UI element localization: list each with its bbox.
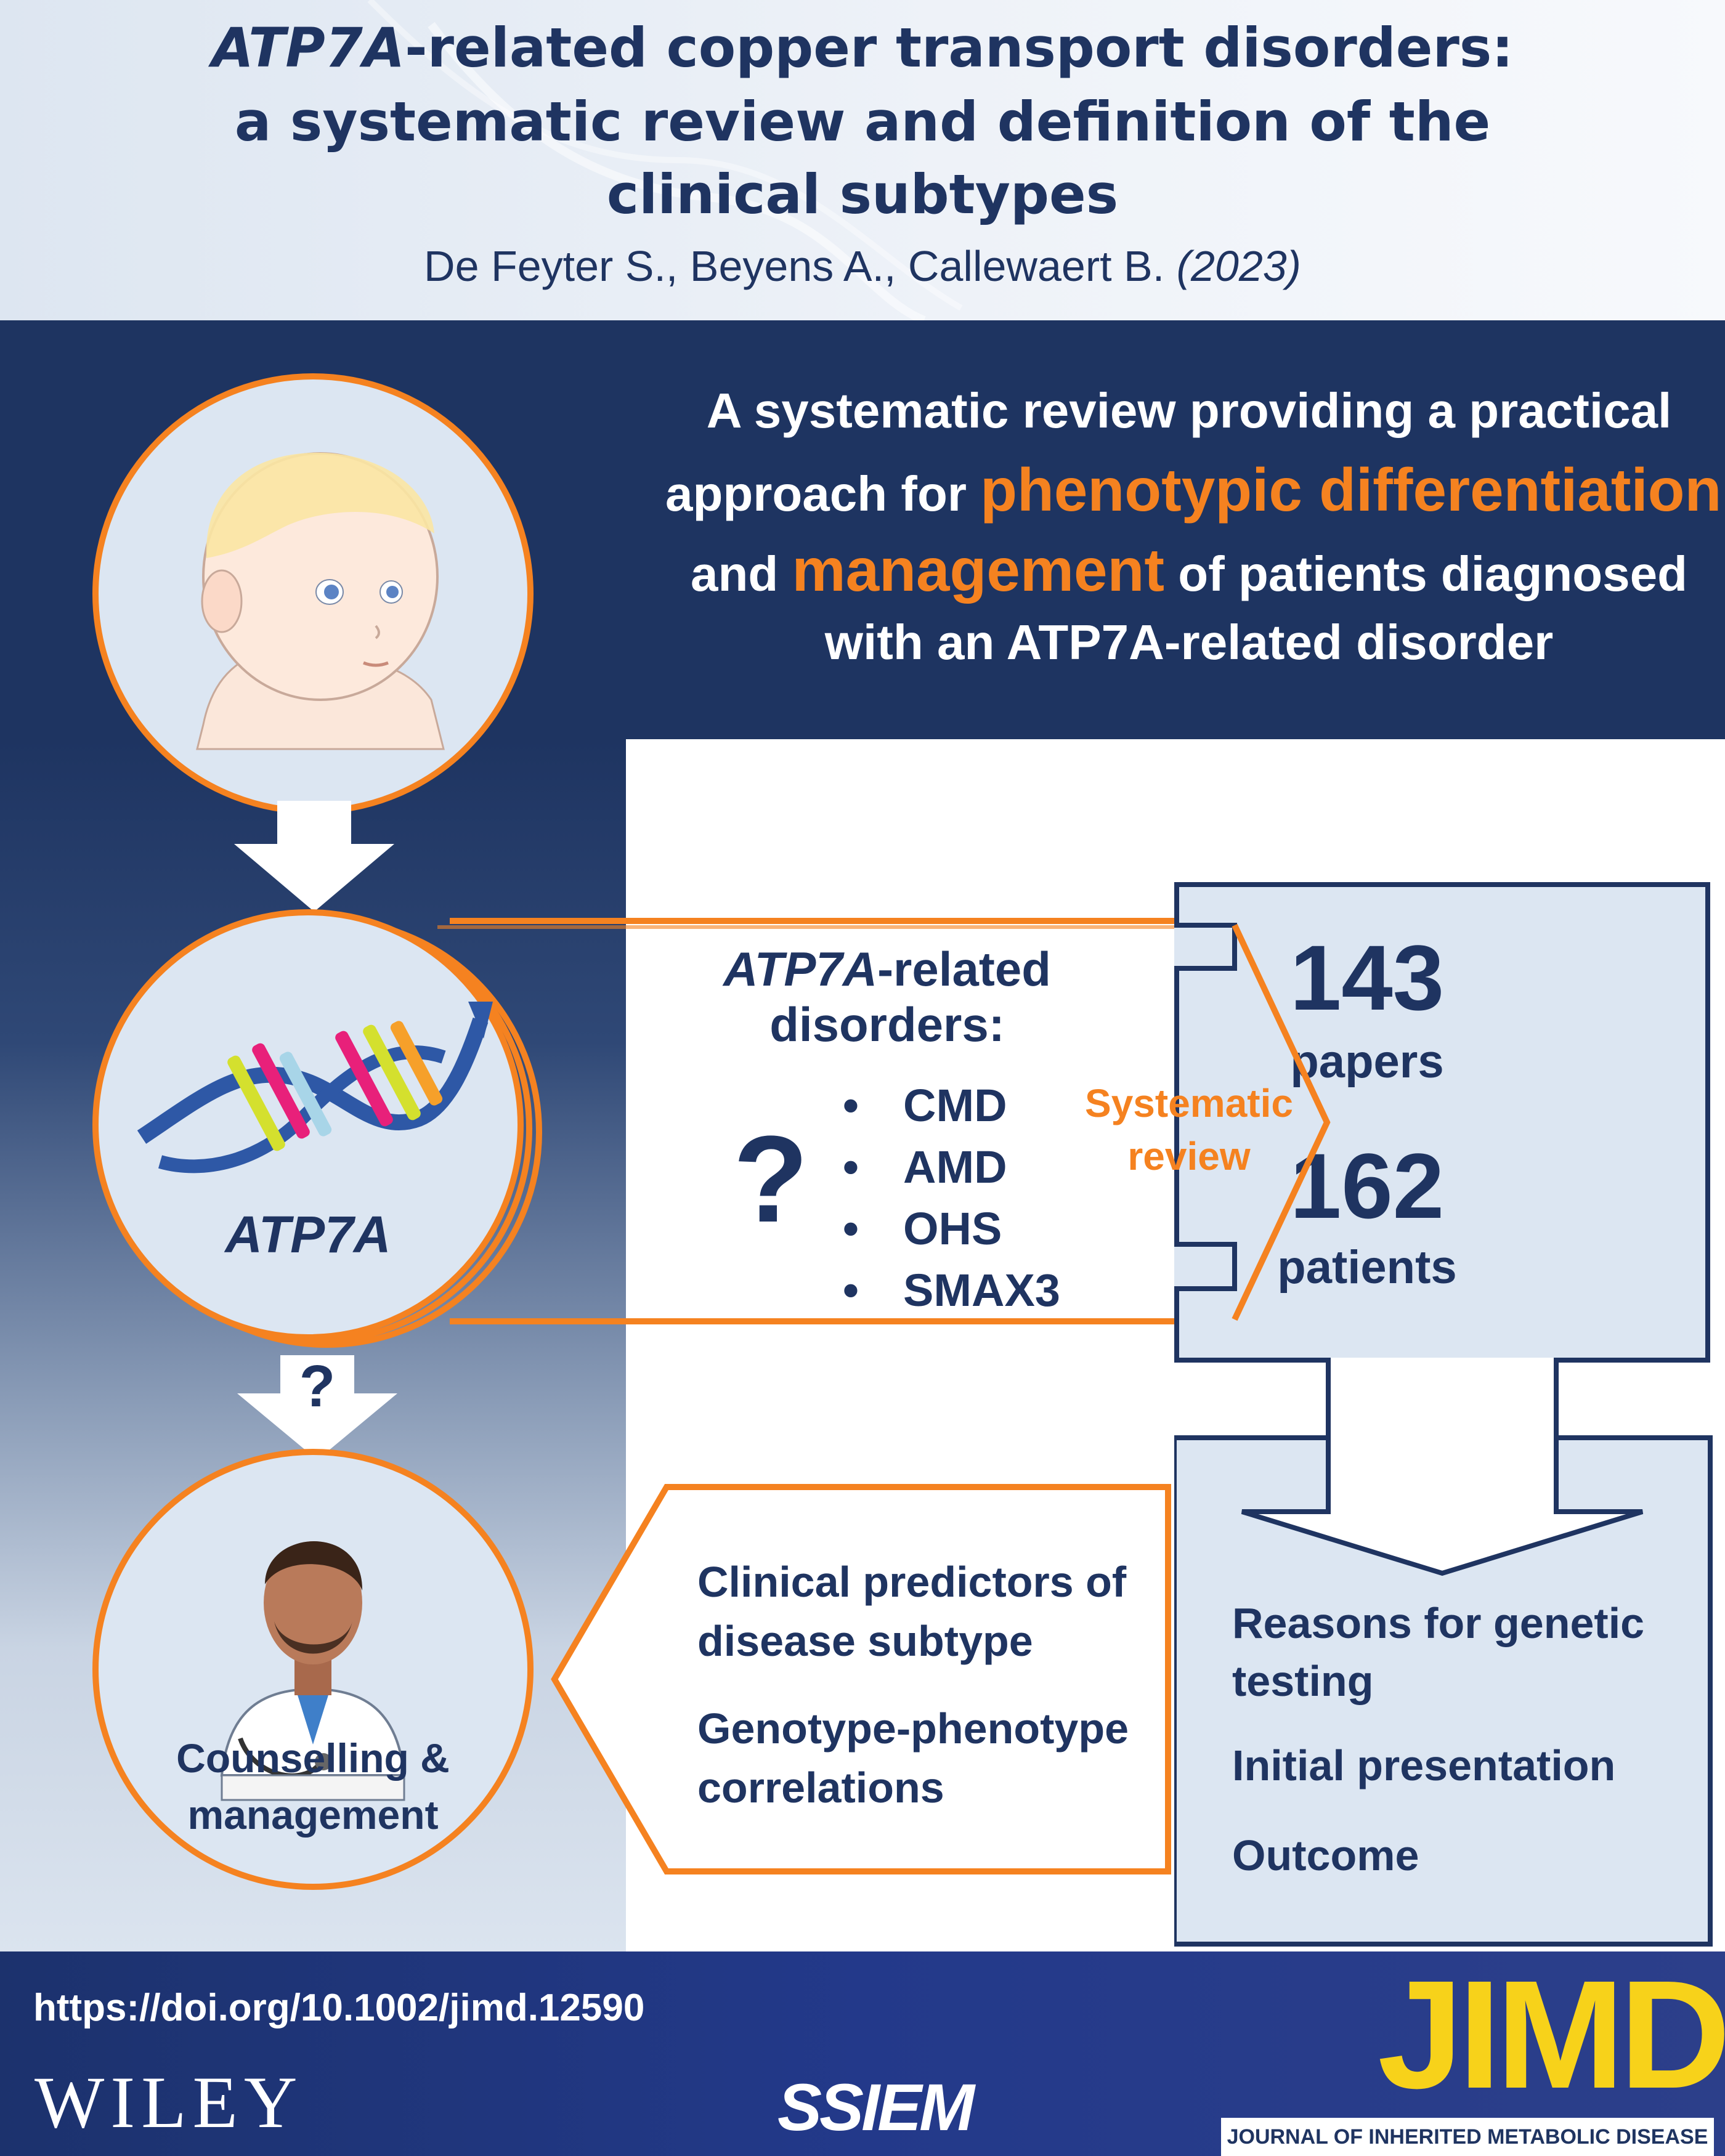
wiley-logo: WILEY [34,2061,304,2143]
predictors-arrow-box [551,1484,1171,1874]
ssiem-logo: SSIEM [777,2070,975,2144]
disorder-bullet: • [843,1265,859,1316]
disorder-bullet: • [843,1080,859,1131]
down-arrow-1 [234,801,394,912]
footer: https://doi.org/10.1002/jimd.12590 WILEY… [0,1951,1725,2156]
dna-watermark [367,0,963,320]
stats-box: 143 papers 162 patients [1174,882,1710,1363]
disorder-item: CMD [903,1080,1007,1131]
counselling-circle: Counselling &management [92,1449,534,1890]
counselling-label: Counselling &management [176,1735,450,1838]
arrow-question-mark: ? [299,1353,336,1419]
outcome-final: Outcome [1232,1831,1419,1879]
intro-line-2: approach for phenotypic differentiation [665,456,1722,524]
doctor-illustration [220,1541,406,1801]
jimd-logo: JIMD [1378,1948,1725,2120]
unknown-question-mark: ? [733,1111,809,1248]
journal-name-bar: JOURNAL OF INHERITED METABOLIC DISEASE [1221,2118,1714,2156]
disorder-item: AMD [903,1141,1007,1193]
baby-illustration [196,452,445,750]
disorder-item: SMAX3 [903,1265,1060,1316]
journal-name: JOURNAL OF INHERITED METABOLIC DISEASE [1227,2125,1708,2149]
review-arrowhead [1174,923,1331,1321]
gene-label: ATP7A [225,1206,391,1263]
papers-value: 143 [1289,926,1445,1029]
dna-icon [137,1002,493,1173]
disorder-bullet: • [843,1141,859,1193]
disorder-item: OHS [903,1203,1002,1254]
doi-link[interactable]: https://doi.org/10.1002/jimd.12590 [33,1987,645,2029]
intro-line-3: and management of patients diagnosed [691,536,1687,604]
title-line-3: clinical subtypes [606,163,1119,226]
authors: De Feyter S., Beyens A., Callewaert B. (… [424,242,1301,290]
outcome-down-arrow [1174,1358,1713,1947]
outcome-initial: Initial presentation [1232,1741,1616,1789]
title-banner: ATP7A-related copper transport disorders… [0,0,1725,320]
title-line-1: ATP7A-related copper transport disorders… [211,16,1514,79]
papers-label: papers [1290,1035,1444,1088]
patients-label: patients [1277,1241,1457,1294]
baby-circle [92,373,534,814]
patients-value: 162 [1289,1134,1445,1238]
title-line-2: a systematic review and definition of th… [234,90,1491,153]
disorder-bullet: • [843,1203,859,1254]
intro-line-1: A systematic review providing a practica… [706,383,1672,438]
down-arrow-2 [237,1355,397,1460]
gene-circle: ATP7A [92,909,524,1340]
intro-line-4: with an ATP7A-related disorder [824,615,1554,670]
